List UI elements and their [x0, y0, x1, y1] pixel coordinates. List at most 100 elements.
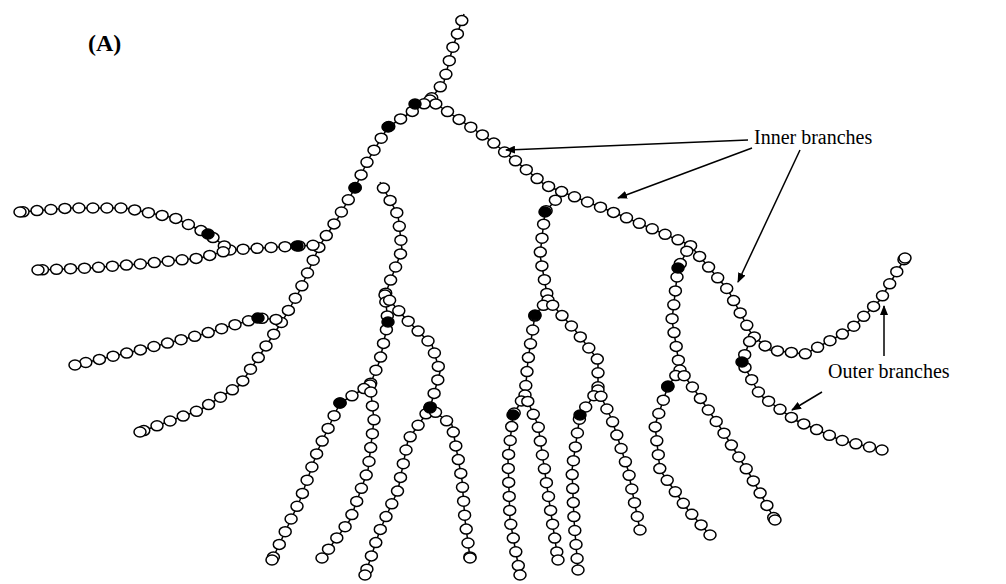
glucose-unit — [569, 442, 581, 452]
glucose-unit — [363, 457, 375, 467]
glucose-unit — [361, 157, 373, 167]
glucose-unit — [621, 213, 633, 223]
glucose-unit — [73, 203, 85, 213]
glucose-unit — [346, 391, 358, 401]
glucose-unit — [836, 329, 848, 339]
glucose-unit — [488, 138, 500, 148]
chain-bond — [322, 385, 374, 558]
glucose-unit — [736, 357, 748, 367]
leader-arrow — [618, 148, 752, 198]
glucose-unit — [334, 398, 346, 408]
glucose-unit — [251, 243, 263, 253]
glucose-unit — [741, 320, 753, 330]
glucose-unit — [525, 339, 537, 349]
glucose-unit — [868, 301, 880, 311]
glucose-unit — [365, 387, 377, 397]
glucose-unit — [279, 527, 291, 537]
glucose-unit — [355, 170, 367, 180]
glucose-unit — [824, 336, 836, 346]
glucose-unit — [395, 249, 407, 259]
glucose-unit — [374, 524, 386, 534]
glucose-unit — [591, 354, 603, 364]
glucose-unit — [532, 422, 544, 432]
glucose-unit — [383, 122, 395, 132]
glucose-unit — [397, 459, 409, 469]
glucose-unit — [366, 401, 378, 411]
glucose-unit — [316, 553, 328, 563]
glucose-unit — [442, 107, 454, 117]
glucose-unit — [547, 300, 559, 310]
glucose-unit — [375, 133, 387, 143]
glucose-unit — [382, 317, 394, 327]
glucose-unit — [704, 530, 716, 540]
glucose-unit — [507, 410, 519, 420]
glucose-unit — [812, 342, 824, 352]
glucose-unit — [746, 375, 758, 385]
leader-arrow — [738, 150, 800, 282]
glucose-unit — [545, 505, 557, 515]
glucose-unit — [695, 520, 707, 530]
glucose-unit — [568, 512, 580, 522]
glucose-unit — [634, 525, 646, 535]
glucose-unit — [93, 354, 105, 364]
glucose-unit — [686, 509, 698, 519]
callout-label: Outer branches — [826, 360, 952, 382]
glucose-unit — [694, 251, 706, 261]
glucose-unit — [217, 247, 229, 257]
glucose-unit — [282, 305, 294, 315]
glucose-unit — [540, 478, 552, 488]
glucose-unit — [549, 533, 561, 543]
glucose-unit — [728, 296, 740, 306]
chain-bond — [365, 408, 430, 575]
glucose-unit — [375, 352, 387, 362]
glucose-unit — [156, 210, 168, 220]
glucose-unit — [583, 343, 595, 353]
glucose-unit — [190, 406, 202, 416]
glucose-unit — [531, 174, 543, 184]
glucose-unit — [270, 314, 282, 324]
glucose-unit — [538, 219, 550, 229]
glucose-unit — [514, 570, 526, 580]
glucose-unit — [654, 464, 666, 474]
glucose-unit — [681, 246, 693, 256]
glucose-unit — [567, 456, 579, 466]
glucose-unit — [121, 348, 133, 358]
glucose-unit — [520, 165, 532, 175]
glucose-unit — [694, 393, 706, 403]
glucose-unit — [747, 476, 759, 486]
glucose-unit — [120, 260, 132, 270]
glucose-unit — [452, 455, 464, 465]
glucose-unit — [447, 427, 459, 437]
glucose-unit — [175, 335, 187, 345]
glucose-unit — [774, 404, 786, 414]
glucose-unit — [740, 464, 752, 474]
glucose-unit — [811, 425, 823, 435]
glucose-unit — [534, 436, 546, 446]
glucose-unit — [848, 321, 860, 331]
glucose-unit — [659, 229, 671, 239]
glucose-unit — [346, 510, 358, 520]
glucose-unit — [189, 331, 201, 341]
glucose-unit — [503, 491, 515, 501]
chain-bond — [548, 300, 598, 390]
glucose-unit — [291, 241, 303, 251]
panel-label: (A) — [86, 30, 123, 56]
glucose-unit — [134, 427, 146, 437]
glucose-unit — [772, 346, 784, 356]
glucose-unit — [769, 515, 781, 525]
glucose-unit — [549, 195, 561, 205]
glucose-unit — [285, 514, 297, 524]
glucose-unit — [668, 328, 680, 338]
glucose-unit — [672, 355, 684, 365]
glucose-unit — [87, 203, 99, 213]
glucose-unit — [457, 482, 469, 492]
glucose-unit — [164, 416, 176, 426]
glucose-unit — [265, 243, 277, 253]
chain-bond — [430, 408, 470, 558]
glucose-unit — [382, 122, 394, 132]
glucose-unit — [69, 360, 81, 370]
glucose-unit — [432, 375, 444, 385]
leader-arrow — [792, 392, 822, 410]
glucose-unit — [306, 462, 318, 472]
glucose-unit — [451, 29, 463, 39]
